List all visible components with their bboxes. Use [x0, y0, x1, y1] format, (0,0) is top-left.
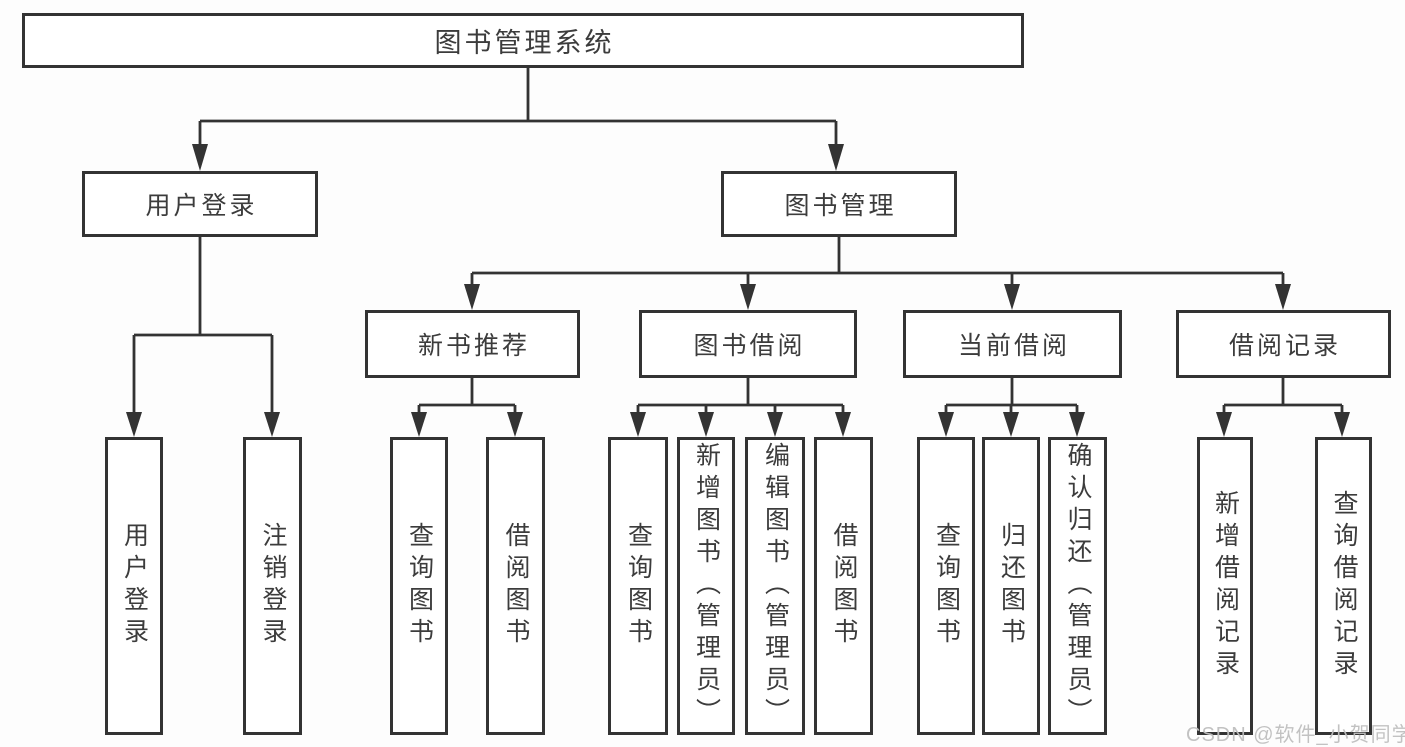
- node-label: 归还图书: [997, 522, 1026, 650]
- leaf-user-login: 用户登录: [105, 437, 163, 735]
- node-label: 图书管理: [784, 192, 897, 220]
- watermark: CSDN @软件_小贺同学: [1186, 724, 1405, 746]
- connector-path: [132, 68, 1344, 414]
- leaf-confirm-return-admin: 确认归还（管理员）: [1048, 437, 1107, 735]
- node-label: 新增借阅记录: [1211, 490, 1240, 682]
- node-label: 借阅图书: [830, 522, 858, 650]
- node-label: 借阅图书: [502, 522, 530, 650]
- leaf-edit-books-admin: 编辑图书（管理员）: [745, 437, 805, 735]
- node-new-book-recommendation: 新书推荐: [365, 310, 580, 378]
- node-label: 注销登录: [259, 522, 287, 650]
- leaf-logout: 注销登录: [243, 437, 302, 735]
- leaf-query-books-recommend: 查询图书: [390, 437, 448, 735]
- leaf-add-borrow-record: 新增借阅记录: [1197, 437, 1253, 735]
- node-label: 图书借阅: [693, 332, 806, 360]
- node-book-borrowing: 图书借阅: [639, 310, 857, 378]
- node-borrowing-records: 借阅记录: [1176, 310, 1391, 378]
- node-label: 当前借阅: [957, 332, 1070, 360]
- leaf-borrow-books-recommend: 借阅图书: [486, 437, 545, 735]
- node-label: 用户登录: [120, 522, 149, 650]
- node-label: 查询图书: [405, 522, 434, 650]
- node-label: 新书推荐: [417, 332, 530, 360]
- leaf-borrow-books: 借阅图书: [814, 437, 873, 735]
- node-label: 查询图书: [624, 522, 653, 650]
- node-label: 查询借阅记录: [1330, 490, 1358, 682]
- node-label: 用户登录: [145, 192, 258, 220]
- node-library-management-system: 图书管理系统: [22, 13, 1024, 68]
- leaf-return-books: 归还图书: [982, 437, 1040, 735]
- leaf-query-books-current: 查询图书: [917, 437, 975, 735]
- leaf-query-borrow-record: 查询借阅记录: [1315, 437, 1372, 735]
- node-label: 借阅记录: [1228, 332, 1341, 360]
- node-label: 新增图书（管理员）: [692, 442, 721, 730]
- node-book-management: 图书管理: [721, 171, 957, 237]
- node-label: 查询图书: [932, 522, 961, 650]
- node-user-login: 用户登录: [82, 171, 318, 237]
- leaf-query-books-borrowing: 查询图书: [608, 437, 668, 735]
- node-current-borrowing: 当前借阅: [903, 310, 1122, 378]
- node-label: 图书管理系统: [434, 28, 615, 58]
- node-label: 确认归还（管理员）: [1064, 442, 1092, 730]
- node-label: 编辑图书（管理员）: [761, 442, 790, 730]
- arrowheads: [126, 144, 1350, 437]
- leaf-add-books-admin: 新增图书（管理员）: [677, 437, 735, 735]
